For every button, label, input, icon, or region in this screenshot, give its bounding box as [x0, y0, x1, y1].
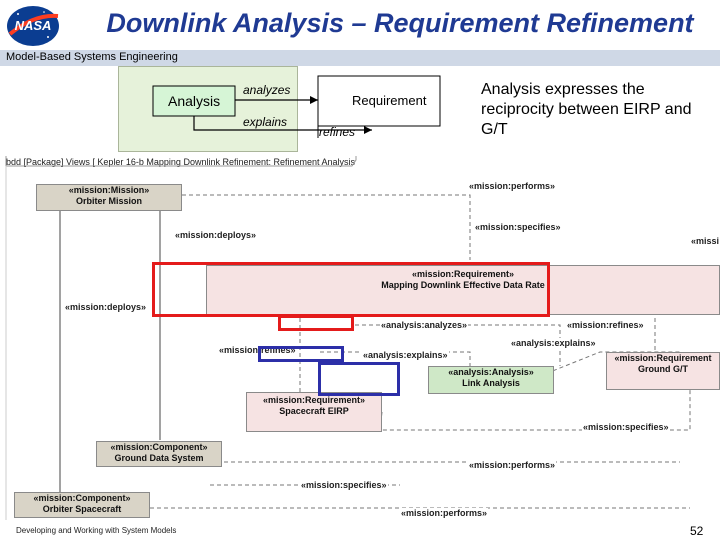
edge-label-explains-right: «analysis:explains» — [510, 338, 597, 349]
highlight-eirp-blue — [318, 362, 400, 396]
legend-analyzes-label: analyzes — [243, 83, 290, 97]
legend-requirement-box — [317, 75, 441, 127]
edge-label-mission-right: «missi — [690, 236, 720, 247]
block-orbiter-mission-name: Orbiter Mission — [75, 196, 142, 206]
block-spacecraft-eirp[interactable]: «mission:Requirement» Spacecraft EIRP — [246, 392, 382, 432]
legend-refines-label: refines — [319, 125, 355, 139]
block-link-analysis[interactable]: «analysis:Analysis» Link Analysis — [428, 366, 554, 394]
subtitle-bar — [0, 50, 720, 66]
diagram-frame-tab: bdd [Package] Views [ Kepler 16-b Mappin… — [6, 157, 356, 167]
highlight-requirement-red — [152, 262, 550, 317]
edge-label-performs-mid: «mission:performs» — [468, 460, 557, 471]
block-link-analysis-stereotype: «analysis:Analysis» — [448, 367, 534, 377]
edge-label-performs-top: «mission:performs» — [468, 181, 557, 192]
edge-label-specifies-top: «mission:specifies» — [474, 222, 562, 233]
slide-subtitle: Model-Based Systems Engineering — [6, 51, 178, 63]
edge-label-explains-left: «analysis:explains» — [362, 350, 449, 361]
block-link-analysis-name: Link Analysis — [462, 378, 520, 388]
legend-analysis-label: Analysis — [168, 93, 220, 109]
performs-top-line — [182, 194, 471, 260]
block-ground-gt-name: Ground G/T — [638, 364, 688, 374]
highlight-refines-blue — [258, 346, 344, 362]
block-ground-gt-stereotype: «mission:Requirement — [614, 353, 712, 363]
legend-analysis-box — [152, 85, 236, 117]
edge-label-specifies-bottom: «mission:specifies» — [300, 480, 388, 491]
block-ground-gt[interactable]: «mission:Requirement Ground G/T — [606, 352, 720, 390]
slide-title: Downlink Analysis – Requirement Refineme… — [106, 8, 694, 38]
nasa-logo-text: NASA — [15, 18, 52, 33]
block-orbiter-spacecraft[interactable]: «mission:Component» Orbiter Spacecraft — [14, 492, 150, 518]
edge-label-deploys-lower: «mission:deploys» — [64, 302, 148, 313]
edge-label-deploys-upper: «mission:deploys» — [174, 230, 258, 241]
block-orbiter-spacecraft-stereotype: «mission:Component» — [33, 493, 131, 503]
block-spacecraft-eirp-name: Spacecraft EIRP — [279, 406, 349, 416]
slide-footer: Developing and Working with System Model… — [16, 526, 177, 535]
block-orbiter-mission-stereotype: «mission:Mission» — [68, 185, 150, 195]
nasa-logo: NASA — [4, 4, 62, 48]
legend-requirement-label: Requirement — [352, 93, 427, 108]
edge-label-performs-bottom: «mission:performs» — [400, 508, 489, 519]
legend-explains-label: explains — [243, 115, 287, 129]
legend-explains-line — [193, 116, 372, 131]
block-mapping-requirement-name: Mapping Downlink Effective Data Rate — [381, 280, 545, 290]
edge-label-analyzes: «analysis:analyzes» — [380, 320, 469, 331]
block-mapping-requirement-stereotype: «mission:Requirement» — [411, 269, 515, 279]
block-spacecraft-eirp-stereotype: «mission:Requirement» — [262, 395, 366, 405]
block-orbiter-spacecraft-name: Orbiter Spacecraft — [42, 504, 122, 514]
legend-analyzes-arrow — [310, 96, 318, 104]
block-ground-data-system-stereotype: «mission:Component» — [110, 442, 208, 452]
page-number: 52 — [690, 524, 704, 538]
highlight-refines-red — [278, 315, 354, 331]
analyzes-line — [355, 324, 561, 366]
block-ground-data-system[interactable]: «mission:Component» Ground Data System — [96, 441, 222, 467]
legend-explains-arrow — [364, 126, 372, 134]
explains-right-line — [539, 351, 680, 377]
edge-label-refines-left: «mission:refines» — [218, 345, 297, 356]
legend-diagram: analyzes explains refines Analysis Requi… — [152, 75, 441, 139]
block-ground-data-system-name: Ground Data System — [114, 453, 204, 463]
frame-tab-outline — [5, 156, 357, 167]
block-orbiter-mission[interactable]: «mission:Mission» Orbiter Mission — [36, 184, 182, 211]
edge-label-specifies-right: «mission:specifies» — [582, 422, 670, 433]
side-note: Analysis expresses the reciprocity betwe… — [481, 81, 692, 138]
edge-label-refines-right: «mission:refines» — [566, 320, 645, 331]
